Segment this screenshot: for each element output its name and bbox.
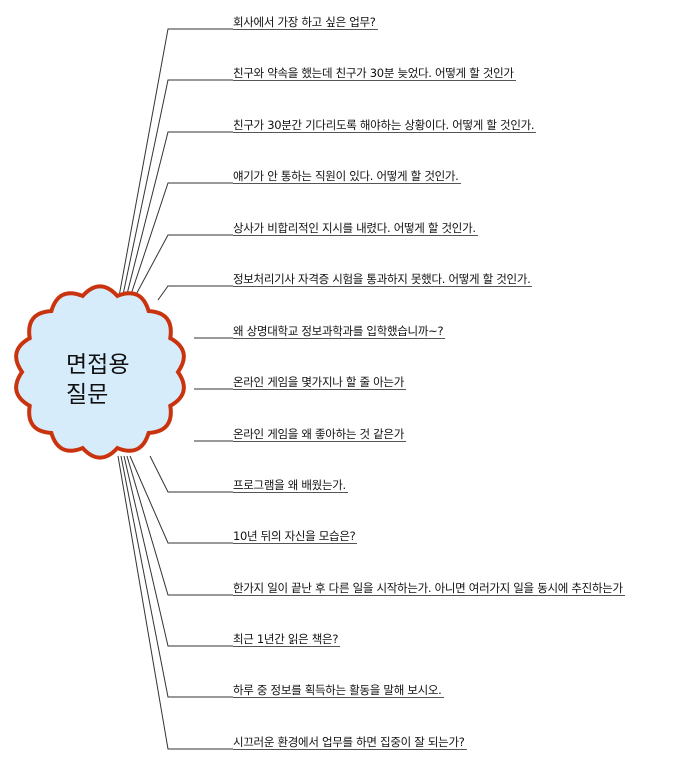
branch-connector (117, 28, 233, 303)
branch-connector (129, 455, 233, 544)
branch-connector (157, 285, 233, 301)
branch-topic[interactable]: 한가지 일이 끝난 후 다른 일을 시작하는가. 아니면 여러가지 일을 동시에… (233, 581, 625, 596)
branch-connector (123, 455, 233, 647)
branch-topic[interactable]: 온라인 게임을 왜 좋아하는 것 같은가 (233, 427, 406, 442)
branch-topic[interactable]: 10년 뒤의 자신을 모습은? (233, 529, 358, 544)
branch-connector (117, 455, 233, 750)
branch-topic[interactable]: 상사가 비합리적인 지시를 내렸다. 어떻게 할 것인가. (233, 221, 478, 236)
central-topic-line2: 질문 (66, 382, 109, 408)
branch-connector (131, 234, 233, 303)
branch-connector (149, 455, 233, 493)
branch-topic[interactable]: 프로그램을 왜 배웠는가. (233, 478, 348, 493)
branch-topic[interactable]: 회사에서 가장 하고 싶은 업무? (233, 15, 378, 30)
branch-topic[interactable]: 시끄러운 환경에서 업무를 하면 집중이 잘 되는가? (233, 735, 467, 750)
central-topic-line1: 면접용 (66, 352, 130, 378)
branch-topic[interactable]: 정보처리기사 자격증 시험을 통과하지 못했다. 어떻게 할 것인가. (233, 272, 533, 287)
central-topic[interactable]: 면접용 질문 (66, 350, 129, 410)
branch-connector (120, 455, 233, 698)
branch-connector (126, 455, 233, 596)
branch-connector (121, 79, 233, 303)
central-cloud-shape (14, 284, 186, 460)
branch-connector (124, 131, 233, 303)
branch-topic[interactable]: 얘기가 안 통하는 직원이 있다. 어떻게 할 것인가. (233, 169, 461, 184)
branch-topic[interactable]: 최근 1년간 읽은 책은? (233, 632, 341, 647)
branch-topic[interactable]: 왜 상명대학교 정보과학과를 입학했습니까~? (233, 324, 446, 339)
branch-topic[interactable]: 친구와 약속을 했는데 친구가 30분 늦었다. 어떻게 할 것인가 (233, 66, 516, 81)
branch-topic[interactable]: 하루 중 정보를 획득하는 활동을 말해 보시오. (233, 683, 444, 698)
branch-connector (128, 182, 233, 303)
branch-topic[interactable]: 온라인 게임을 몇가지나 할 줄 아는가 (233, 375, 406, 390)
branch-topic[interactable]: 친구가 30분간 기다리도록 해야하는 상황이다. 어떻게 할 것인가. (233, 118, 537, 133)
